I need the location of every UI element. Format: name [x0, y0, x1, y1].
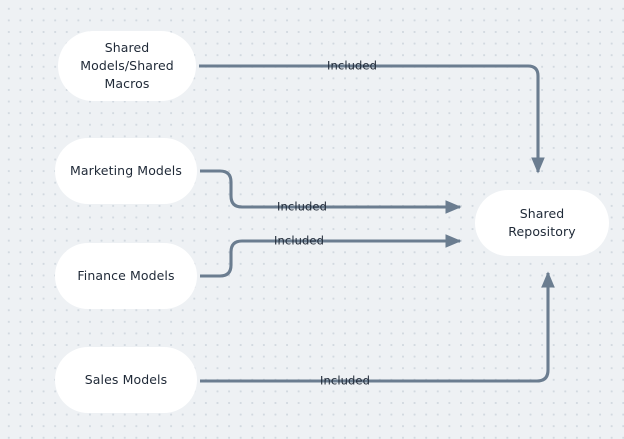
node-label-sales-models: Sales Models — [84, 371, 168, 387]
node-finance-models[interactable]: Finance Models — [55, 243, 197, 309]
node-marketing-models[interactable]: Marketing Models — [55, 138, 197, 204]
node-sales-models[interactable]: Sales Models — [55, 347, 197, 413]
edge-label-marketing-models: Included — [277, 199, 327, 214]
node-label-finance-models: Finance Models — [77, 267, 175, 283]
node-label-shared-models: Shared Models/Shared Macros — [80, 39, 174, 92]
node-shared-models[interactable]: Shared Models/Shared Macros — [58, 31, 196, 101]
node-label-marketing-models: Marketing Models — [70, 162, 182, 178]
edge-path-finance-models — [200, 234, 462, 278]
node-label-shared-repository: Shared Repository — [508, 205, 576, 239]
edge-path-shared-models — [199, 64, 545, 174]
edge-label-finance-models: Included — [274, 233, 324, 248]
edge-label-shared-models: Included — [327, 58, 377, 73]
edge-label-sales-models: Included — [320, 373, 370, 388]
edge-path-sales-models — [200, 271, 555, 383]
edge-path-marketing-models — [200, 169, 462, 214]
node-shared-repository[interactable]: Shared Repository — [475, 190, 609, 256]
